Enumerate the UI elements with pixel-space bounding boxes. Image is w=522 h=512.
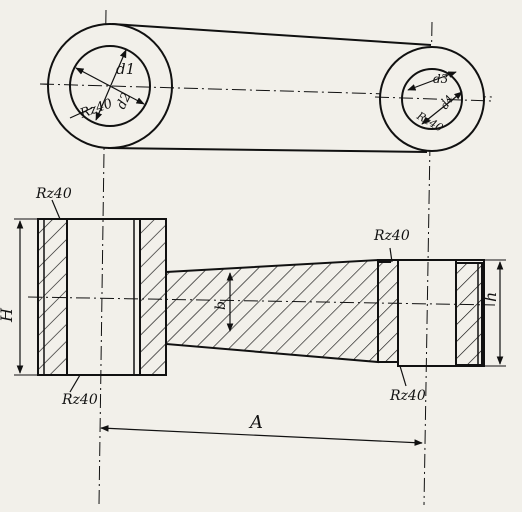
d3-leader — [407, 71, 457, 91]
A-dimension-line — [100, 424, 423, 447]
right-wall-inner-hatch — [377, 259, 399, 363]
left-wall-inner-hatch — [139, 218, 167, 376]
label-rz40-left-bottom: Rz40 — [61, 392, 98, 408]
label-h: h — [481, 292, 500, 302]
right-step — [377, 260, 391, 263]
label-d2: d2 — [114, 90, 135, 111]
label-b: b — [213, 301, 229, 310]
section-view — [14, 199, 506, 447]
d4-leader — [421, 91, 463, 125]
link-lower-edge — [107, 147, 428, 153]
rz-left-leader — [69, 107, 93, 119]
label-rz40-right-bottom: Rz40 — [389, 388, 426, 404]
label-H: H — [0, 307, 16, 323]
left-bore-circle — [69, 45, 151, 127]
web-hatch — [165, 258, 379, 364]
link-upper-edge — [111, 23, 432, 46]
label-d1: d1 — [116, 60, 135, 78]
label-d3: d3 — [433, 72, 449, 86]
label-A: A — [248, 412, 263, 433]
rz-right-bottom-leader — [399, 365, 407, 387]
section-centerline — [27, 296, 496, 306]
rz-right-top-leader — [389, 247, 393, 263]
right-boss-outline — [397, 259, 485, 367]
rz-left-top-leader — [51, 199, 61, 220]
label-rz40-right-top: Rz40 — [373, 228, 410, 244]
d2-leader — [95, 49, 127, 121]
top-view — [39, 9, 493, 506]
rz-left-bottom-leader — [69, 374, 81, 393]
label-rz40-left-top: Rz40 — [35, 186, 72, 202]
